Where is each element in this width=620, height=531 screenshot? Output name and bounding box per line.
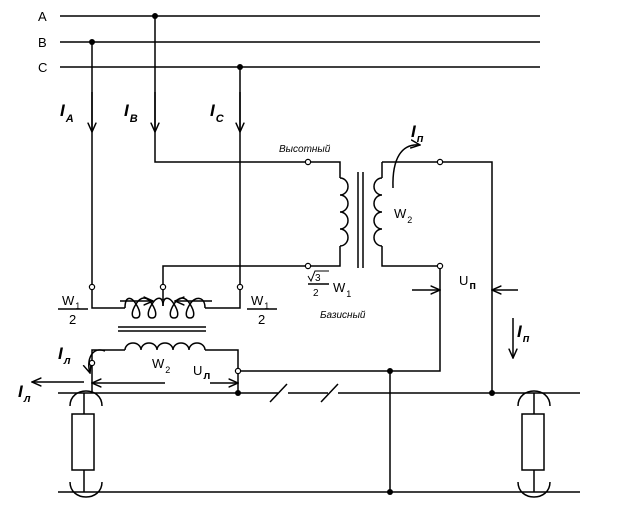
w2-main-label: W2 xyxy=(394,206,412,225)
current-il-inner-label: Iл xyxy=(58,344,71,367)
secondary-winding xyxy=(373,177,383,247)
primary-top-lead xyxy=(308,161,341,178)
terminal-w1-left xyxy=(88,283,96,291)
terminal-w1-right xyxy=(236,283,244,291)
terminal-w2-left xyxy=(88,359,96,367)
current-c-label: IC xyxy=(210,101,225,125)
primary-bottom-lead xyxy=(308,246,341,267)
terminal-primary-bottom xyxy=(304,262,312,270)
w1-main-label: W1 xyxy=(333,280,351,299)
junction-dot-a-phase xyxy=(89,39,95,45)
bus-b-label: B xyxy=(38,35,47,50)
w1-right-numerator: W1 xyxy=(251,293,269,311)
w1-right-denominator: 2 xyxy=(258,312,265,327)
junction-dot-link-bottom xyxy=(387,489,393,495)
break-mark-1 xyxy=(269,383,288,403)
w1-left-numerator: W1 xyxy=(62,293,80,311)
current-il-outer-label: Iл xyxy=(18,382,31,405)
junction-dot-line-1 xyxy=(235,390,241,396)
junction-dot-link-top xyxy=(387,368,393,374)
terminal-primary-top xyxy=(304,158,312,166)
junction-dot-c-phase xyxy=(237,64,243,70)
junction-dot-line-2 xyxy=(489,390,495,396)
current-ip-top-label: Iп xyxy=(411,122,424,145)
w2-left-lead xyxy=(91,349,125,393)
junction-dot-b-phase xyxy=(152,13,158,19)
ip-curved-arrow xyxy=(392,145,420,189)
right-trap-resistor xyxy=(521,413,545,471)
secondary-bottom-lead xyxy=(381,246,440,267)
secondary-right-wire xyxy=(440,161,493,393)
current-a-label: IA xyxy=(60,101,74,125)
left-trap-bottom-arc xyxy=(69,481,103,498)
bazisny-label: Базисный xyxy=(320,310,366,321)
break-mark-2 xyxy=(320,383,339,403)
terminal-secondary-bottom xyxy=(436,262,444,270)
w1-left-denominator: 2 xyxy=(69,312,76,327)
left-trap-resistor xyxy=(71,413,95,471)
terminal-w1-middle xyxy=(159,283,167,291)
vysotny-label: Высотный xyxy=(279,144,331,155)
w1-right-lead xyxy=(205,287,241,309)
sqrt-symbol xyxy=(307,270,329,283)
secondary-return-wire xyxy=(238,266,441,372)
w2-small-winding xyxy=(124,342,206,351)
il-inner-arrow xyxy=(89,349,106,373)
sqrt3-numerator: 3 xyxy=(315,273,321,284)
terminal-secondary-top xyxy=(436,158,444,166)
current-ip-right-label: Iп xyxy=(517,322,530,345)
bus-c-label: C xyxy=(38,60,47,75)
right-trap-top-arc xyxy=(517,390,551,407)
bus-a-label: A xyxy=(38,9,47,24)
sqrt3-denominator: 2 xyxy=(313,288,319,299)
w2-small-label: W2 xyxy=(152,356,170,375)
primary-winding xyxy=(339,177,349,247)
primary-return-wire xyxy=(162,265,308,300)
left-trap-top-arc xyxy=(69,390,103,407)
up-label: Uп xyxy=(459,273,476,292)
terminal-w2-right xyxy=(234,367,242,375)
right-trap-bottom-arc xyxy=(517,481,551,498)
current-b-label: IB xyxy=(124,101,138,125)
ul-label: Uл xyxy=(193,363,210,382)
w1-left-lead xyxy=(91,287,125,309)
phase-b-wire xyxy=(154,16,308,163)
